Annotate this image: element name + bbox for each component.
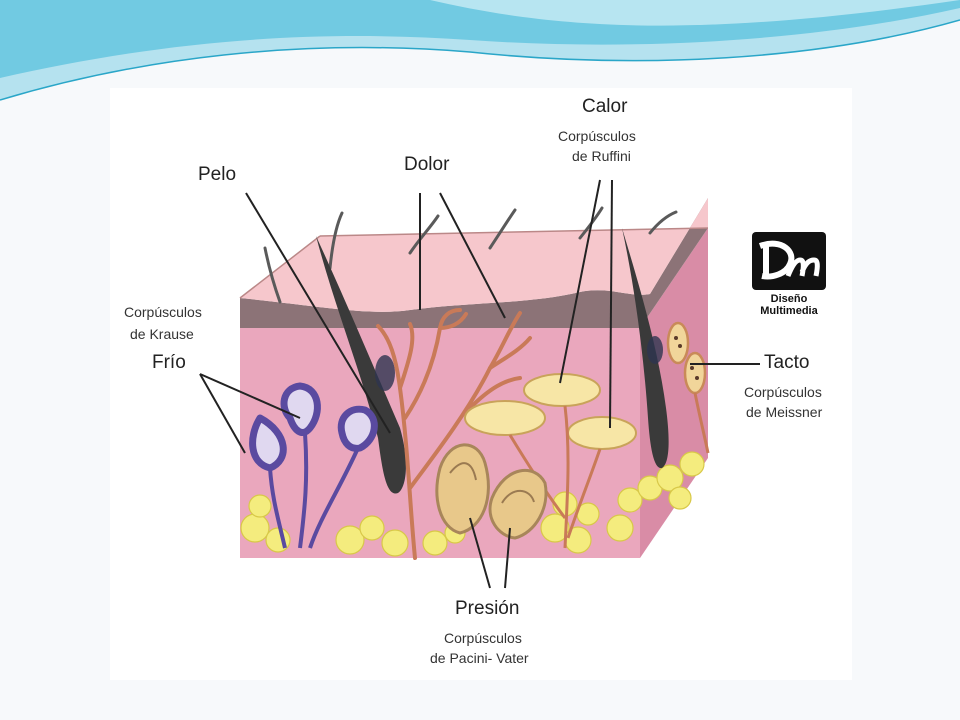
label-krause-1: Corpúsculos	[124, 304, 202, 320]
label-meissner-2: de Meissner	[746, 404, 823, 420]
label-krause-2: de Krause	[130, 326, 194, 342]
skin-diagram: Pelo Dolor Calor Corpúsculos de Ruffini …	[110, 88, 852, 680]
label-frio: Frío	[152, 352, 186, 373]
skin-surface	[240, 198, 708, 312]
hair-follicle-left	[316, 236, 406, 494]
label-tacto: Tacto	[764, 352, 810, 373]
logo-caption: Diseño Multimedia	[752, 293, 826, 317]
header-wave	[0, 0, 960, 101]
hair-follicle-right	[622, 228, 669, 469]
skin-illustration	[199, 179, 760, 589]
label-ruffini-2: de Ruffini	[572, 148, 631, 164]
logo-mark-text: Dm	[752, 232, 754, 233]
hairs	[263, 206, 678, 304]
label-ruffini-1: Corpúsculos	[558, 128, 636, 144]
label-presion: Presión	[455, 598, 520, 619]
label-calor: Calor	[582, 96, 628, 117]
logo-line1: Diseño	[770, 293, 808, 305]
logo-mark: Dm	[752, 232, 826, 290]
label-pacini-2: de Pacini- Vater	[430, 650, 529, 666]
label-meissner-1: Corpúsculos	[744, 384, 822, 400]
fat-tissue	[240, 451, 705, 557]
dm-logo-icon: Dm	[752, 232, 820, 280]
label-pacini-1: Corpúsculos	[444, 630, 522, 646]
logo: Dm Diseño Multimedia	[752, 232, 826, 328]
krause-corpuscles	[249, 382, 378, 472]
logo-line2: Multimedia	[760, 305, 818, 317]
free-nerve-endings	[376, 308, 532, 560]
pacini-corpuscles	[435, 443, 548, 540]
leader-lines	[199, 179, 760, 589]
epidermis-band	[240, 198, 708, 328]
label-dolor: Dolor	[404, 154, 450, 175]
label-pelo: Pelo	[198, 164, 237, 185]
